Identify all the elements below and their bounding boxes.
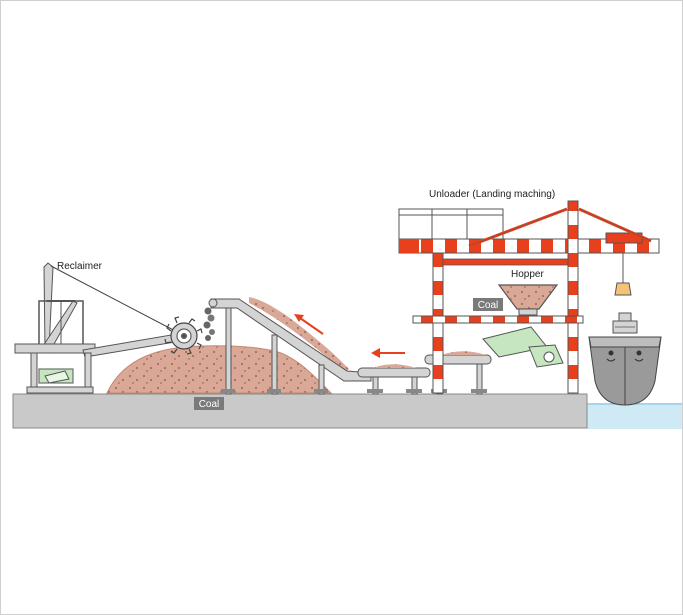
coal-hopper-tag: Coal (478, 300, 499, 311)
inclined-conveyor (208, 297, 372, 395)
horizontal-conveyor-1 (357, 364, 431, 395)
coal-pile-tag: Coal (194, 397, 224, 410)
svg-text:Coal: Coal (199, 399, 220, 410)
ground-slab (12, 393, 588, 429)
reclaimer-label: Reclaimer (57, 261, 103, 272)
coal-pile (106, 345, 333, 394)
reclaimer: Reclaimer (14, 261, 215, 394)
feeder-machine (482, 326, 564, 368)
unloader-crane: Hopper Coal Unloader (Landing maching) (398, 189, 660, 394)
ship (588, 312, 662, 406)
sea-water (587, 403, 682, 429)
dust-particles (203, 307, 215, 341)
flow-arrow-2 (371, 348, 405, 358)
bucket-wheel (164, 316, 203, 355)
coal-hopper-tag-bg (473, 298, 503, 311)
hopper-label: Hopper (511, 269, 544, 280)
unloader-label: Unloader (Landing maching) (429, 189, 555, 200)
flow-arrow-1 (294, 314, 324, 335)
hopper: Hopper Coal (473, 269, 559, 316)
